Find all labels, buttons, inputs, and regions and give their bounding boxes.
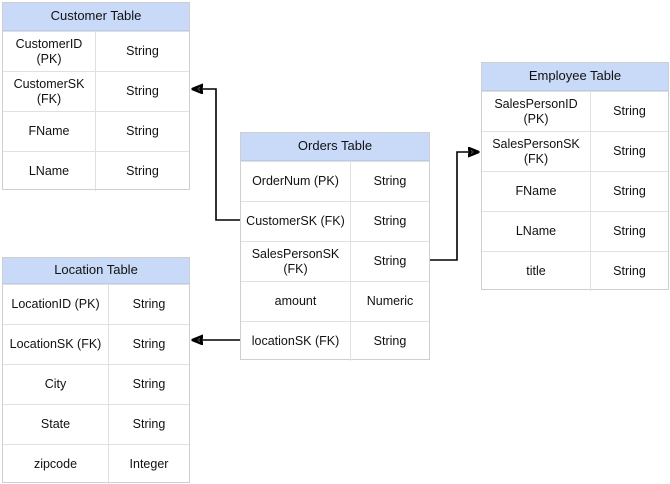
field-name-cell: SalesPersonID (PK) [482,92,591,131]
table-row[interactable]: LocationID (PK) String [3,284,189,324]
table-row[interactable]: CustomerID (PK) String [3,31,189,71]
field-type-cell: String [126,124,159,139]
relationship-orders-employee [430,152,478,261]
field-name-cell: title [482,252,591,291]
field-type-cell: String [132,377,166,392]
field-type-cell: String [132,417,166,432]
field-type-cell: String [613,104,646,119]
field-name-cell: LName [482,212,591,251]
field-name-cell: SalesPersonSK (FK) [241,242,351,281]
field-name-cell: CustomerSK (FK) [3,72,96,111]
field-type-cell: String [613,184,646,199]
field-name-cell: LocationSK (FK) [3,325,109,364]
field-type-cell: String [126,44,159,59]
field-type-cell: String [126,84,159,99]
field-name-cell: FName [482,172,591,211]
table-row[interactable]: City String [3,364,189,404]
field-type-cell: String [373,214,407,229]
field-type-cell: String [373,174,407,189]
field-type-cell: String [613,224,646,239]
table-row[interactable]: locationSK (FK) String [241,321,429,361]
table-row[interactable]: FName String [482,171,668,211]
table-row[interactable]: CustomerSK (FK) String [3,71,189,111]
table-row[interactable]: CustomerSK (FK) String [241,201,429,241]
table-row[interactable]: LName String [482,211,668,251]
table-row[interactable]: OrderNum (PK) String [241,161,429,201]
table-row[interactable]: title String [482,251,668,291]
field-type-cell: String [126,164,159,179]
er-table-title-employee: Employee Table [482,63,668,91]
field-name-cell: OrderNum (PK) [241,162,351,201]
table-row[interactable]: SalesPersonSK (FK) String [241,241,429,281]
field-type-cell: String [132,337,166,352]
table-row[interactable]: FName String [3,111,189,151]
field-name-cell: CustomerSK (FK) [241,202,351,241]
table-row[interactable]: LocationSK (FK) String [3,324,189,364]
field-type-cell: Numeric [366,294,414,309]
field-type-cell: String [613,264,646,279]
field-name-cell: CustomerID (PK) [3,32,96,71]
field-name-cell: LocationID (PK) [3,285,109,324]
field-name-cell: FName [3,112,96,151]
field-type-cell: String [373,254,407,269]
field-type-cell: String [613,144,646,159]
er-table-title-customer: Customer Table [3,3,189,31]
field-type-cell: Integer [129,457,169,472]
er-table-title-orders: Orders Table [241,133,429,161]
er-table-title-location: Location Table [3,258,189,284]
table-row[interactable]: SalesPersonID (PK) String [482,91,668,131]
table-row[interactable]: amount Numeric [241,281,429,321]
field-name-cell: State [3,405,109,444]
field-name-cell: zipcode [3,445,109,484]
field-name-cell: LName [3,152,96,191]
field-type-cell: String [132,297,166,312]
field-type-cell: String [373,334,407,349]
field-name-cell: SalesPersonSK (FK) [482,132,591,171]
table-row[interactable]: zipcode Integer [3,444,189,484]
table-row[interactable]: State String [3,404,189,444]
relationship-orders-customer [193,89,240,221]
table-row[interactable]: SalesPersonSK (FK) String [482,131,668,171]
field-name-cell: locationSK (FK) [241,322,351,361]
table-row[interactable]: LName String [3,151,189,191]
field-name-cell: amount [241,282,351,321]
field-name-cell: City [3,365,109,404]
